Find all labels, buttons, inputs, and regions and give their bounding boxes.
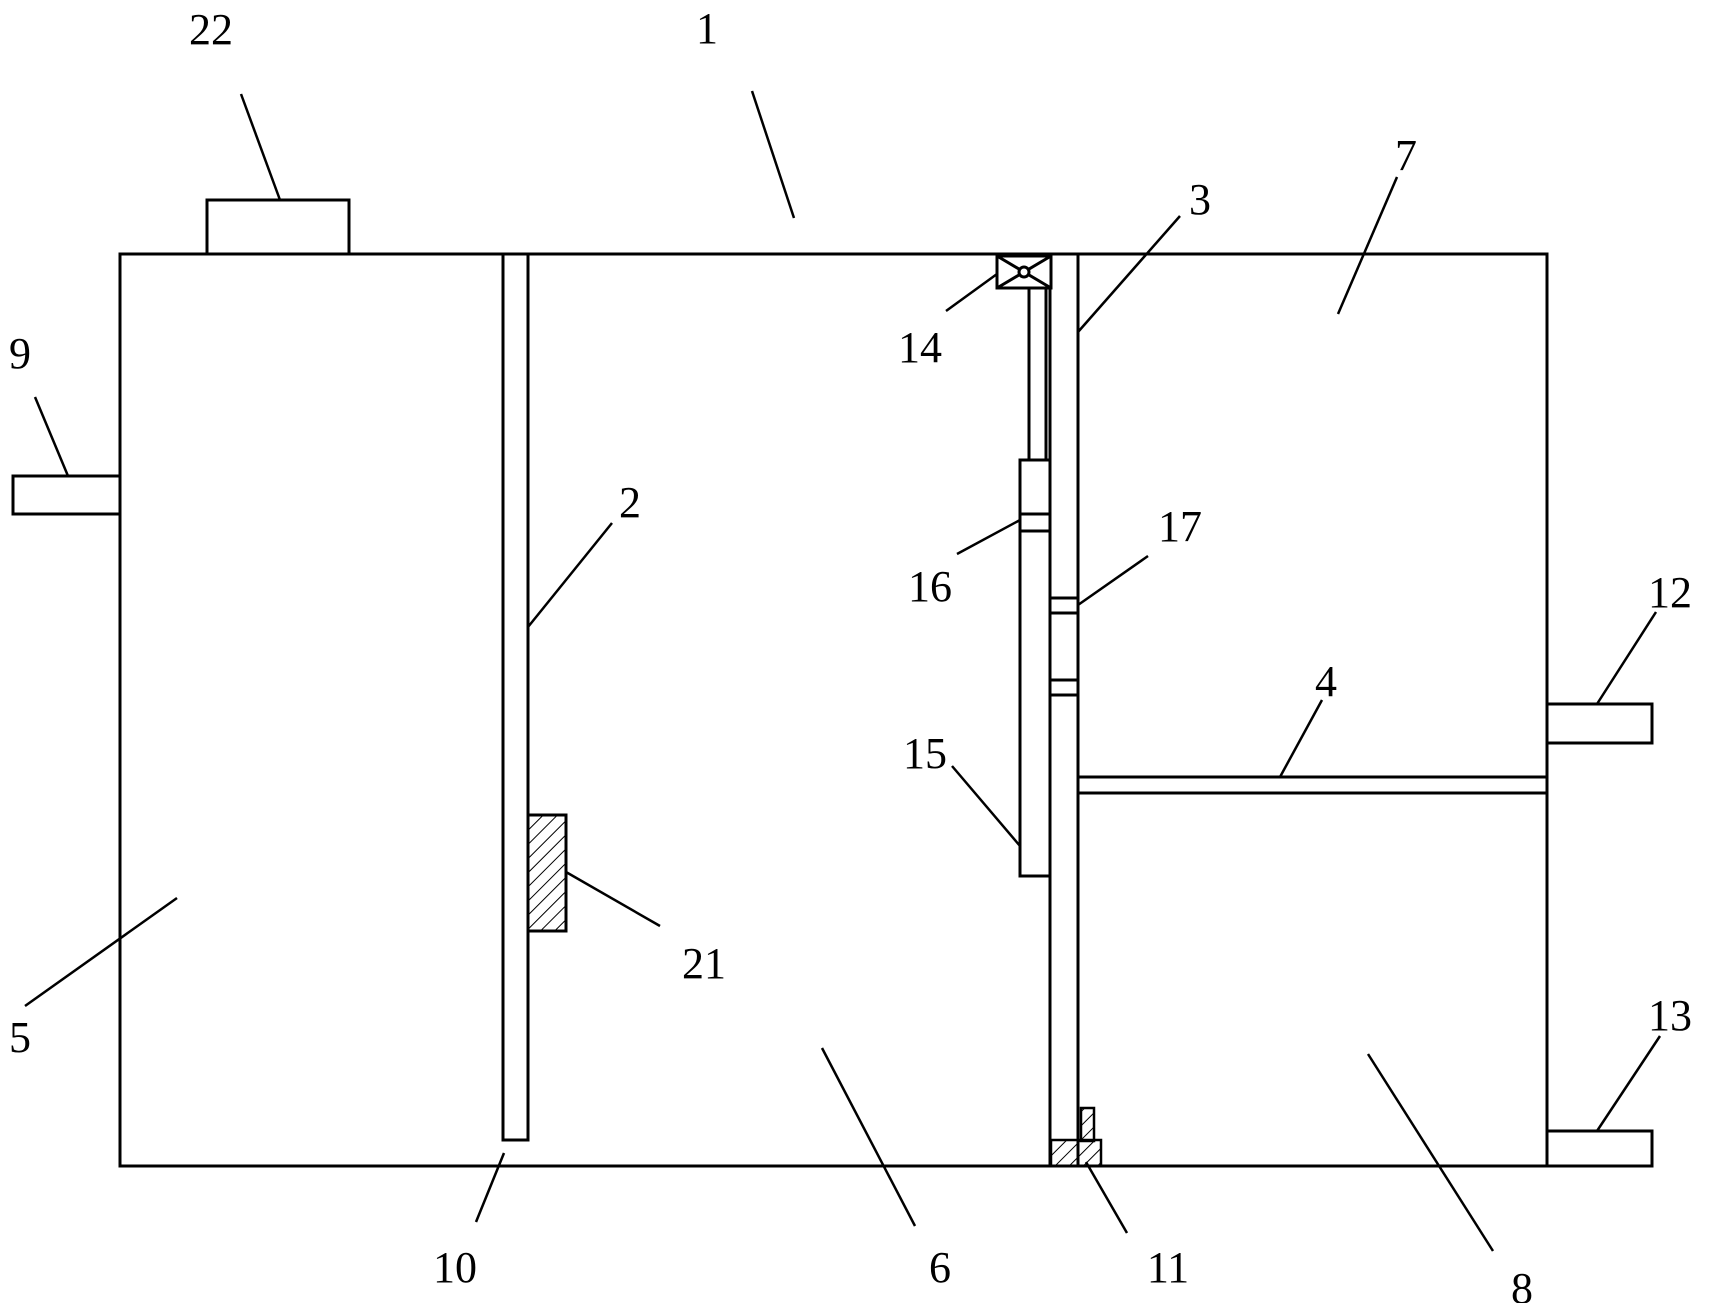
outlet-pipe-12 [1545,702,1654,745]
label-14: 14 [898,323,942,372]
label-10: 10 [433,1243,477,1292]
leader-17 [1077,554,1149,607]
leader-10 [474,1152,506,1223]
label-16: 16 [908,562,952,611]
label-12: 12 [1648,568,1692,617]
leader-21 [565,870,661,928]
leader-22 [239,93,282,201]
inlet-pipe-9 [11,474,122,516]
label-9: 9 [9,329,31,378]
label-21: 21 [682,939,726,988]
label-2: 2 [619,478,641,527]
label-8: 8 [1511,1264,1533,1303]
top-cap-22 [205,198,351,256]
leader-6 [820,1047,917,1227]
tank-body [118,252,1549,1168]
leader-3 [1077,215,1181,333]
label-4: 4 [1315,657,1337,706]
block-21 [526,813,568,933]
rod [1027,286,1048,462]
leader-1 [750,90,796,219]
bracket-11-post [1079,1106,1096,1143]
motor-14-axle [1017,265,1031,279]
label-17: 17 [1158,502,1202,551]
label-3: 3 [1189,175,1211,224]
leader-8 [1366,1053,1495,1252]
label-11: 11 [1147,1243,1189,1292]
label-5: 5 [9,1013,31,1062]
leader-15 [951,765,1021,847]
leader-12 [1595,611,1658,705]
label-1: 1 [696,4,718,53]
bracket-11-base [1049,1138,1103,1168]
label-6: 6 [929,1243,951,1292]
partition-2 [501,252,530,1142]
partition-4 [1076,775,1549,795]
partition-3 [1048,252,1080,1168]
label-7: 7 [1395,131,1417,180]
label-15: 15 [903,729,947,778]
outlet-pipe-13 [1545,1129,1654,1168]
leader-13 [1595,1035,1662,1132]
label-13: 13 [1648,991,1692,1040]
leader-2 [527,522,613,628]
leader-14 [945,272,998,313]
leader-9 [33,396,70,477]
leader-4 [1278,699,1324,778]
label-22: 22 [189,5,233,54]
leader-5 [24,896,178,1008]
plate-15 [1018,458,1052,878]
leader-7 [1336,176,1399,315]
leader-11 [1084,1161,1129,1234]
leader-16 [956,518,1021,556]
